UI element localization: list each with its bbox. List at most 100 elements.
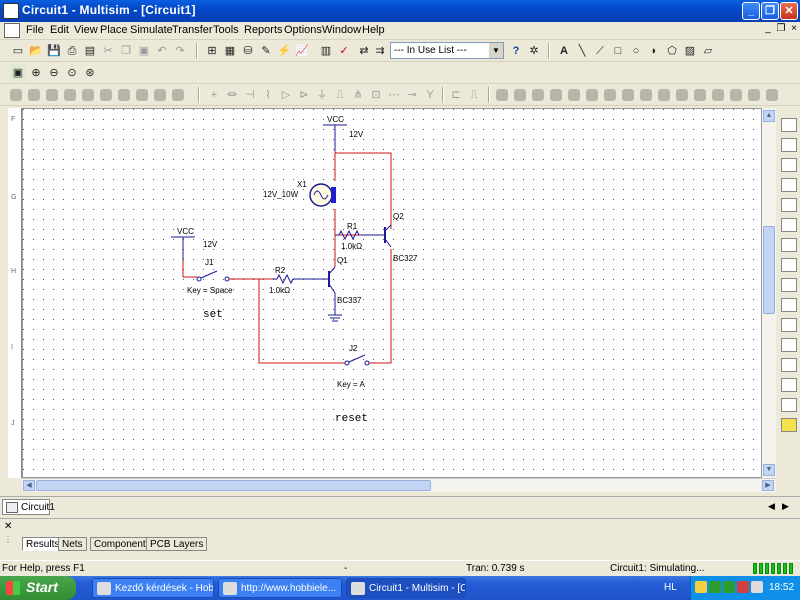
volume-icon[interactable] bbox=[751, 581, 763, 593]
taskbar-item-browser[interactable]: http://www.hobbiele... bbox=[218, 578, 342, 598]
indicator-component-icon[interactable] bbox=[172, 89, 184, 101]
tab-pcb-layers[interactable]: PCB Layers bbox=[146, 537, 208, 551]
oscilloscope-icon[interactable] bbox=[550, 89, 562, 101]
text-tool-icon[interactable]: A bbox=[560, 45, 568, 57]
menu-tools[interactable]: Tools bbox=[213, 24, 239, 36]
print-icon[interactable]: ⎙ bbox=[67, 45, 77, 57]
switch-j2[interactable]: J2 Key = A bbox=[337, 344, 370, 389]
comment-tool-icon[interactable]: ▱ bbox=[703, 45, 713, 57]
logic-analyzer-icon[interactable] bbox=[604, 89, 616, 101]
logic-analyzer-icon[interactable] bbox=[781, 278, 797, 292]
zoom-out-icon[interactable]: ⊖ bbox=[49, 67, 59, 79]
maximize-button[interactable]: ❐ bbox=[761, 2, 779, 20]
cmos-component-icon[interactable] bbox=[118, 89, 130, 101]
security-icon[interactable] bbox=[695, 581, 707, 593]
opamp-icon[interactable]: ⊳ bbox=[299, 89, 309, 101]
chevron-down-icon[interactable]: ▼ bbox=[489, 43, 503, 58]
electronics-com-icon[interactable]: ✲ bbox=[529, 45, 539, 57]
logic-converter-icon[interactable] bbox=[781, 298, 797, 312]
function-generator-icon[interactable] bbox=[514, 89, 526, 101]
taskbar-item-multisim[interactable]: Circuit1 - Multisim - [C... bbox=[346, 578, 466, 598]
vertical-scrollbar[interactable]: ▲ ▼ bbox=[762, 108, 776, 478]
panel-close-icon[interactable]: ✕ bbox=[4, 521, 13, 532]
basic-component-icon[interactable] bbox=[28, 89, 40, 101]
erc-icon[interactable]: ✓ bbox=[339, 45, 349, 57]
multimeter-icon[interactable] bbox=[496, 89, 508, 101]
transistor-icon[interactable]: ⋔ bbox=[353, 89, 363, 101]
menu-window[interactable]: Window bbox=[322, 24, 362, 36]
start-button[interactable]: Start bbox=[0, 576, 76, 600]
mdi-close-button[interactable]: × bbox=[791, 23, 797, 34]
vcc-source-left[interactable]: VCC 12V bbox=[171, 227, 218, 259]
paste-icon[interactable]: ▣ bbox=[138, 45, 150, 57]
oscilloscope-icon[interactable] bbox=[781, 178, 797, 192]
menu-help[interactable]: Help bbox=[362, 24, 385, 36]
capacitor-icon[interactable]: ⊣ bbox=[245, 89, 255, 101]
wattmeter-icon[interactable] bbox=[781, 158, 797, 172]
four-channel-scope-icon[interactable] bbox=[781, 198, 797, 212]
antenna-icon[interactable]: Y bbox=[426, 89, 434, 101]
network-analyzer-icon[interactable] bbox=[781, 378, 797, 392]
update-icon[interactable] bbox=[737, 581, 749, 593]
spectrum-analyzer-icon[interactable] bbox=[658, 89, 670, 101]
ic-icon[interactable]: ⊡ bbox=[371, 89, 381, 101]
zoom-fit-icon[interactable]: ⊛ bbox=[85, 67, 95, 79]
hierarchy-icon[interactable]: ⊏ bbox=[451, 89, 461, 101]
zoom-area-icon[interactable]: ⊙ bbox=[67, 67, 77, 79]
line-tool-icon[interactable]: ╲ bbox=[578, 45, 586, 57]
word-generator-icon[interactable] bbox=[781, 258, 797, 272]
menu-file[interactable]: File bbox=[26, 24, 44, 36]
resistor-icon[interactable]: ⏛ bbox=[226, 89, 238, 101]
back-annotate-icon[interactable]: ⇄ bbox=[359, 45, 369, 57]
bode-plotter-icon[interactable] bbox=[568, 89, 580, 101]
undo-icon[interactable]: ↶ bbox=[157, 45, 167, 57]
taskbar-item-forum[interactable]: Kezdő kérdések - Hob... bbox=[92, 578, 214, 598]
save-icon[interactable]: 💾 bbox=[47, 45, 61, 57]
tektronix-scope-icon[interactable] bbox=[748, 89, 760, 101]
simulate-icon[interactable]: ⚡ bbox=[277, 45, 291, 57]
agilent-function-generator-icon[interactable] bbox=[781, 398, 797, 412]
in-use-list-dropdown[interactable]: --- In Use List --- ▼ bbox=[390, 42, 504, 59]
new-icon[interactable]: ▭ bbox=[12, 45, 24, 57]
horizontal-scroll-thumb[interactable] bbox=[36, 480, 431, 491]
logic-converter-icon[interactable] bbox=[622, 89, 634, 101]
minimize-button[interactable]: _ bbox=[742, 2, 760, 20]
antivirus-icon[interactable] bbox=[723, 581, 735, 593]
zoom-in-icon[interactable]: ⊕ bbox=[31, 67, 41, 79]
iv-analyzer-icon[interactable] bbox=[694, 89, 706, 101]
menu-options[interactable]: Options bbox=[284, 24, 322, 36]
forward-annotate-icon[interactable]: ⇉ bbox=[375, 45, 385, 57]
tab-circuit1[interactable]: Circuit1 bbox=[2, 499, 55, 515]
connector-icon[interactable]: ⋯ bbox=[388, 89, 400, 101]
switch-icon[interactable]: ⎍ bbox=[336, 89, 344, 101]
diode-component-icon[interactable] bbox=[46, 89, 58, 101]
resistor-r1[interactable]: R1 1.0kΩ bbox=[335, 222, 373, 251]
design-toolbox-icon[interactable]: ⊞ bbox=[207, 45, 217, 57]
ellipse-tool-icon[interactable]: ○ bbox=[632, 45, 640, 57]
wire-icon[interactable]: + bbox=[210, 89, 218, 101]
mixed-component-icon[interactable] bbox=[154, 89, 166, 101]
measurement-probe-icon[interactable] bbox=[766, 89, 778, 101]
arc-tool-icon[interactable]: ◗ bbox=[650, 45, 658, 57]
frequency-counter-icon[interactable] bbox=[781, 238, 797, 252]
wattmeter-icon[interactable] bbox=[532, 89, 544, 101]
menu-simulate[interactable]: Simulate bbox=[130, 24, 173, 36]
help-icon[interactable]: ? bbox=[512, 45, 520, 57]
function-generator-icon[interactable] bbox=[781, 138, 797, 152]
iv-analyzer-icon[interactable] bbox=[781, 318, 797, 332]
close-button[interactable]: ✕ bbox=[780, 2, 798, 20]
source-component-icon[interactable] bbox=[10, 89, 22, 101]
distortion-analyzer-icon[interactable] bbox=[781, 338, 797, 352]
labview-instrument-icon[interactable] bbox=[781, 418, 797, 432]
vcc-source-top[interactable]: VCC 12V bbox=[323, 115, 364, 151]
multiline-tool-icon[interactable]: ⟋ bbox=[596, 45, 604, 57]
cut-icon[interactable]: ✂ bbox=[103, 45, 113, 57]
spreadsheet-icon[interactable]: ▦ bbox=[224, 45, 236, 57]
misc-digital-icon[interactable] bbox=[136, 89, 148, 101]
spectrum-analyzer-icon[interactable] bbox=[781, 358, 797, 372]
database-icon[interactable]: ⛁ bbox=[243, 45, 253, 57]
scroll-down-icon[interactable]: ▼ bbox=[763, 464, 775, 476]
document-icon[interactable] bbox=[4, 23, 20, 38]
component-wizard-icon[interactable]: ✎ bbox=[261, 45, 271, 57]
transistor-q2[interactable]: Q2 BC327 bbox=[373, 212, 418, 263]
